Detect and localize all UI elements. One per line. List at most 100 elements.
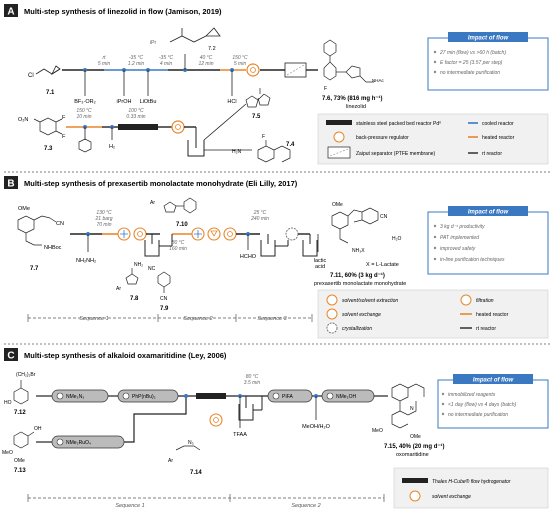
conditions-b-2: 80 °C 160 min bbox=[169, 240, 187, 252]
cond-c-time: 3.5 min bbox=[244, 380, 261, 386]
packed-bed-reactor-pd bbox=[118, 124, 158, 130]
panel-c-title: Multi-step synthesis of alkaloid oxamari… bbox=[24, 351, 227, 360]
panel-b-letter-box bbox=[4, 176, 18, 189]
reagent-hcl: HCl bbox=[227, 99, 236, 105]
impact-a-2: no intermediate purification bbox=[440, 70, 500, 76]
legend-c-2: solvent exchange bbox=[432, 494, 471, 500]
column-pifa: PIFA bbox=[267, 389, 313, 403]
compound-7-2-structure bbox=[169, 27, 221, 43]
col-label-4: PIFA bbox=[282, 394, 294, 400]
legend-b bbox=[317, 289, 549, 339]
compound-7-7-label: 7.7 bbox=[30, 266, 39, 272]
oxomaritidine-structure bbox=[391, 383, 425, 429]
column-nme3oh: NMe₃OH bbox=[321, 389, 375, 403]
compound-7-10-structure bbox=[163, 197, 197, 214]
back-pressure-regulator-icon bbox=[246, 63, 260, 77]
sequence-bar-c bbox=[27, 494, 385, 502]
panel-c-letter-box bbox=[4, 348, 18, 361]
extraction-glyph-2 bbox=[194, 230, 202, 238]
n-label-715: N bbox=[410, 406, 414, 412]
compound-7-4-structure bbox=[257, 140, 291, 163]
f-label: F bbox=[62, 115, 66, 121]
morpholine-structure bbox=[78, 138, 92, 153]
column-phpnbu2: PhP(nBu)₂ bbox=[117, 389, 179, 403]
impact-header-bg-b bbox=[448, 206, 528, 216]
impact-c-0: immobilized reagents bbox=[448, 392, 496, 398]
bpr-inner-2 bbox=[175, 124, 181, 130]
impact-list-b: 3 kg d⁻¹ productivity PAT implemented im… bbox=[440, 224, 505, 263]
conditions-c: 80 °C 3.5 min bbox=[244, 374, 261, 386]
ar-label-714: Ar bbox=[168, 458, 173, 464]
legend-b-6: rt reactor bbox=[476, 326, 496, 332]
seq-c-1: Sequence 1 bbox=[115, 503, 144, 509]
compound-7-12-structure bbox=[13, 380, 29, 405]
cond-b3-time: 240 min bbox=[250, 216, 269, 222]
impact-c-2: no intermediate purification bbox=[448, 412, 508, 418]
extraction-glyph bbox=[120, 230, 128, 238]
nc-label-79: NC bbox=[148, 266, 156, 272]
compound-7-2-label: 7.2 bbox=[208, 46, 216, 52]
solvent-exchange-icon-c bbox=[209, 413, 223, 427]
ome-label-713: OMe bbox=[14, 458, 25, 464]
compound-7-8-label: 7.8 bbox=[130, 296, 139, 302]
legend-hcube-swatch bbox=[402, 478, 428, 483]
conditions-b-1: 130 °C 21 barg 70 min bbox=[95, 210, 113, 228]
legend-exchange-icon bbox=[326, 308, 338, 320]
ho-label: HO bbox=[4, 400, 12, 406]
compound-7-8-structure bbox=[125, 268, 139, 285]
legend-filtration-icon bbox=[460, 294, 472, 306]
reagent-iproh: iPrOH bbox=[117, 99, 132, 105]
lactate-note: X = L-Lactate bbox=[366, 262, 399, 268]
product-7-6-name: linezolid bbox=[346, 104, 366, 110]
bpr-inner bbox=[250, 67, 256, 73]
h-cube-hydrogenator bbox=[196, 393, 226, 399]
legend-b-4: filtration bbox=[476, 298, 494, 304]
f-label-linezolid: F bbox=[324, 86, 327, 92]
collection-vessel-icon bbox=[187, 140, 205, 157]
compound-7-12-label: 7.12 bbox=[14, 410, 26, 416]
legend-a-2: back-pressure regulator bbox=[356, 135, 409, 141]
conditions-a: rt 5 min -35 °C 1.2 min -35 °C 4 min 40 … bbox=[98, 55, 248, 67]
product-7-15-name: oxomaritidine bbox=[396, 452, 429, 458]
impact-a-1: E factor = 25 (3.57 per step) bbox=[440, 60, 503, 66]
seq-b-1: Sequence 1 bbox=[79, 316, 108, 322]
legend-a-5: heated reactor bbox=[482, 135, 515, 141]
cond-4-time: 12 min bbox=[198, 61, 213, 67]
impact-bullets-c bbox=[441, 392, 445, 416]
conditions-b-3: 25 °C 240 min bbox=[250, 210, 269, 222]
cond-b1-temp: 130 °C bbox=[96, 210, 112, 216]
reagent-tfaa: TFAA bbox=[233, 432, 247, 438]
back-pressure-regulator-icon-2 bbox=[171, 120, 185, 134]
solvent-exchange-icon bbox=[133, 227, 147, 241]
reagent-lactic-2: acid bbox=[315, 264, 325, 270]
impact-title-b: Impact of flow bbox=[468, 210, 509, 216]
cond-b1-pres: 21 barg bbox=[95, 216, 113, 222]
cond-6-time: 10 min bbox=[76, 114, 91, 120]
seq-b-3: Sequence 3 bbox=[257, 316, 287, 322]
reagent-hydrazine: NH₂NH₂ bbox=[76, 258, 96, 264]
reagent-h2: H₂ bbox=[109, 144, 115, 150]
impact-b-0: 3 kg d⁻¹ productivity bbox=[440, 224, 485, 230]
col-label-5: NMe₃OH bbox=[336, 394, 356, 400]
nhboc-label: NHBoc bbox=[44, 245, 62, 251]
legend-b-5: heated reactor bbox=[476, 312, 509, 318]
exchange-glyph-c bbox=[213, 417, 219, 423]
column-nme3n3: NMe₃N₃ bbox=[51, 389, 109, 403]
cond-2-time: 1.2 min bbox=[128, 61, 145, 67]
ome-label-77: OMe bbox=[18, 206, 30, 212]
cond-6-temp: 150 °C bbox=[76, 108, 92, 114]
meo-label-715: MeO bbox=[372, 428, 383, 434]
line-from-7-5 bbox=[203, 103, 247, 141]
compound-7-1-structure bbox=[35, 65, 61, 76]
cond-b1-time: 70 min bbox=[96, 222, 111, 228]
nh2-label-78: NH₂ bbox=[134, 262, 143, 268]
legend-c-exchange-icon bbox=[409, 490, 421, 502]
legend-crystallization-icon bbox=[326, 322, 338, 334]
seq-b-2: Sequence 2 bbox=[183, 316, 212, 322]
reagent-bf3: BF₃·OR₂ bbox=[74, 99, 95, 105]
legend-c-1: Thales H-Cube® flow hydrogenator bbox=[432, 478, 511, 485]
reagent-meoh: MeOH/H₂O bbox=[302, 424, 331, 430]
legend-packed-bed-swatch bbox=[326, 120, 352, 125]
compound-7-13-label: 7.13 bbox=[14, 468, 26, 474]
ar-label-710: Ar bbox=[150, 200, 155, 206]
